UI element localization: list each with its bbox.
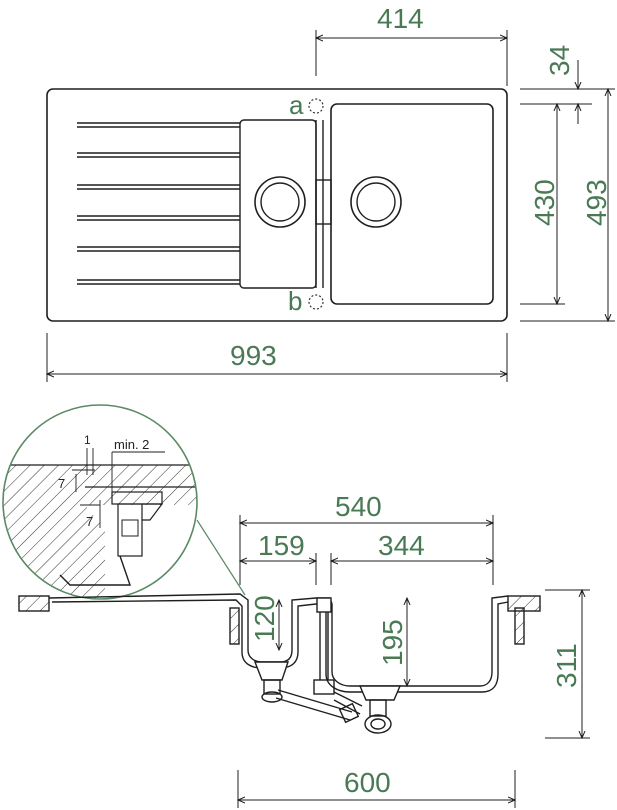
big-bowl-outline <box>330 103 494 305</box>
dim-414: 414 <box>377 3 424 34</box>
small-bowl-drain <box>254 176 306 228</box>
dim-34: 34 <box>544 45 575 76</box>
dim-120: 120 <box>249 595 280 642</box>
dim-311: 311 <box>551 643 582 688</box>
label-a: a <box>289 90 304 120</box>
sink-outline <box>46 88 508 322</box>
side-dimensions <box>238 515 590 808</box>
dim-993: 993 <box>230 340 277 371</box>
dim-195: 195 <box>377 619 408 666</box>
mounting-detail: 1 min. 2 7 7 <box>2 404 246 600</box>
detail-circle <box>2 404 198 600</box>
hole-b <box>308 294 324 310</box>
label-b: b <box>288 286 302 316</box>
detail-7a: 7 <box>58 476 65 491</box>
dim-540: 540 <box>335 491 382 522</box>
dim-159: 159 <box>258 530 305 561</box>
hole-a <box>308 98 324 114</box>
detail-1: 1 <box>84 433 91 447</box>
big-bowl-drain <box>350 176 402 228</box>
top-dimensions <box>47 30 615 382</box>
detail-7b: 7 <box>86 514 93 529</box>
drainboard-grooves <box>77 122 240 285</box>
detail-min2: min. 2 <box>114 437 149 452</box>
dim-600: 600 <box>344 767 391 798</box>
dim-430: 430 <box>529 179 560 226</box>
side-section <box>18 593 541 734</box>
dim-344: 344 <box>378 530 425 561</box>
dim-493: 493 <box>581 179 612 226</box>
top-view: a b <box>46 88 508 322</box>
